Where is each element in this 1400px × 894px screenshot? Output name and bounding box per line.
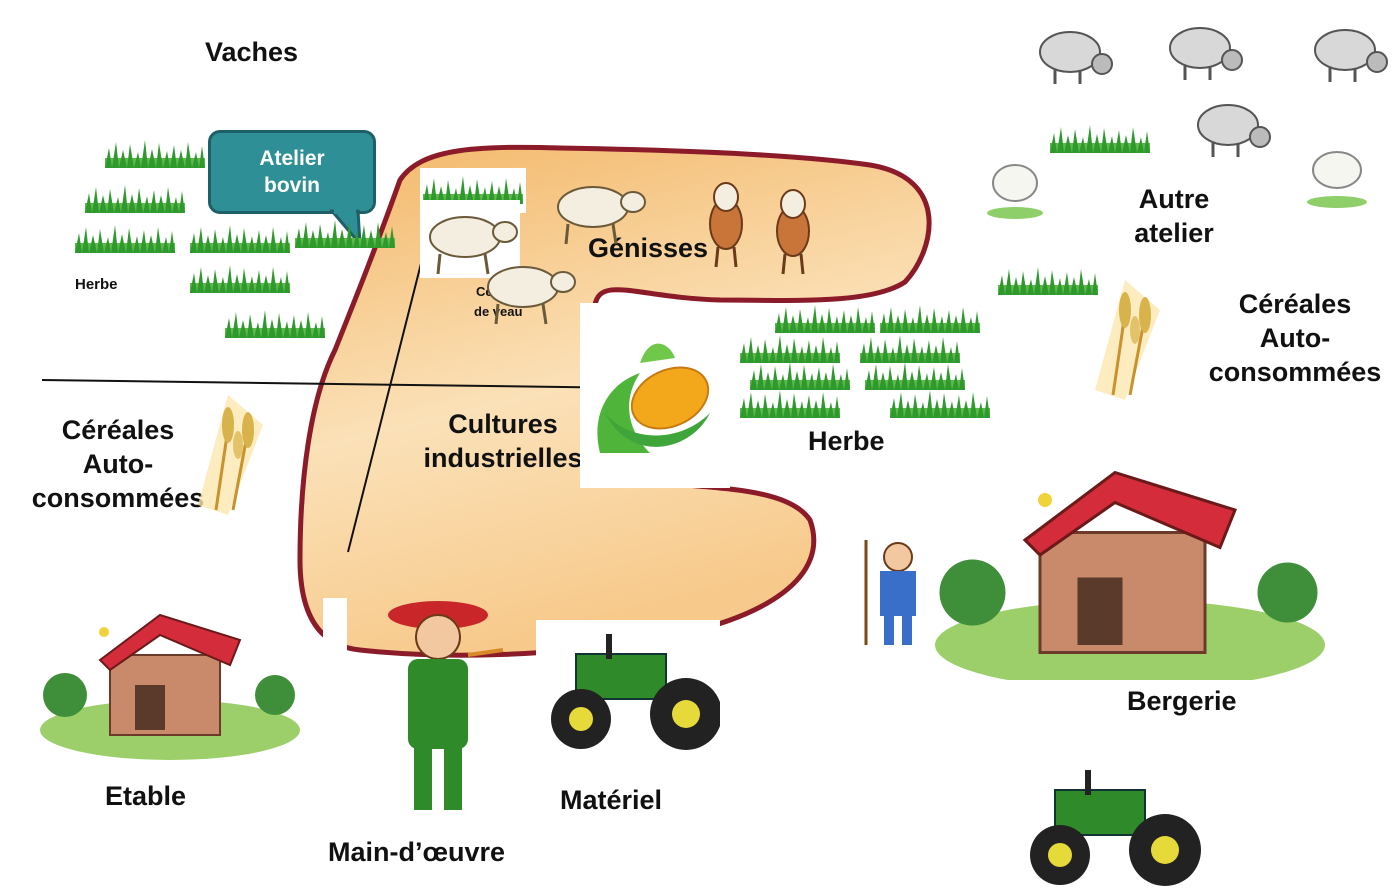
etable-barn-icon [39,614,301,760]
sheep-icon [1196,103,1272,159]
label-cereales-left: Céréales Auto- consommées [18,414,218,515]
sun-icon [1038,493,1052,507]
label-materiel: Matériel [560,785,663,815]
heifer-icon [708,181,744,269]
divider-line [41,379,636,389]
grass-right-top [1050,125,1150,153]
label-cultures: Cultures industrielles [408,408,598,476]
worker-icon [388,601,504,810]
label-bergerie: Bergerie [1127,686,1237,716]
corn-icon [580,303,730,488]
callout-line2: bovin [264,174,320,198]
label-autre-2: atelier [1134,217,1214,248]
label-genisses: Génisses [588,233,709,263]
bergerie-barn-icon [935,471,1327,680]
sheep-icon [1038,30,1114,86]
label-herbe-left: Herbe [75,276,118,293]
farmer-icon [864,540,916,645]
label-cereales-right-3: consommées [1208,356,1382,387]
label-cultures-2: industrielles [423,442,583,473]
label-cultures-1: Cultures [448,409,558,439]
cow-icon [420,200,520,278]
tractor-icon [1029,769,1202,887]
label-main-oeuvre: Main-d’œuvre [328,837,506,867]
label-cereales-right-2: Auto- [1259,322,1331,353]
cow-icon [556,185,647,246]
sun-icon [99,627,109,637]
diagonal-line [347,227,431,553]
wheat-icon [1093,278,1162,402]
callout-atelier-bovin: Atelier bovin [208,130,376,214]
label-cereales-right-1: Céréales [1238,289,1352,319]
label-herbe-mid: Herbe [808,426,885,456]
label-vaches: Vaches [205,37,299,67]
label-autre-1: Autre [1138,184,1210,214]
callout-tail [330,208,362,248]
sheep-icon [1313,28,1389,84]
label-cereales-left-1: Céréales [61,415,175,445]
heifer-icon [775,188,811,276]
callout-line1: Atelier [259,147,325,170]
calf-icon [486,265,577,326]
grass-middle-field [740,305,990,418]
label-etable: Etable [105,781,187,811]
lamb-icon [1307,151,1367,208]
lamb-icon [987,164,1043,219]
label-cereales-left-3: consommées [31,482,205,513]
label-autre-atelier: Autre atelier [1124,183,1224,251]
label-cereales-right: Céréales Auto- consommées [1192,288,1398,389]
tractor-icon [536,620,720,760]
grass-left-field [75,140,395,338]
sheep-icon [1168,26,1244,82]
wheat-icon [196,395,265,517]
label-cereales-left-2: Auto- [82,448,154,479]
